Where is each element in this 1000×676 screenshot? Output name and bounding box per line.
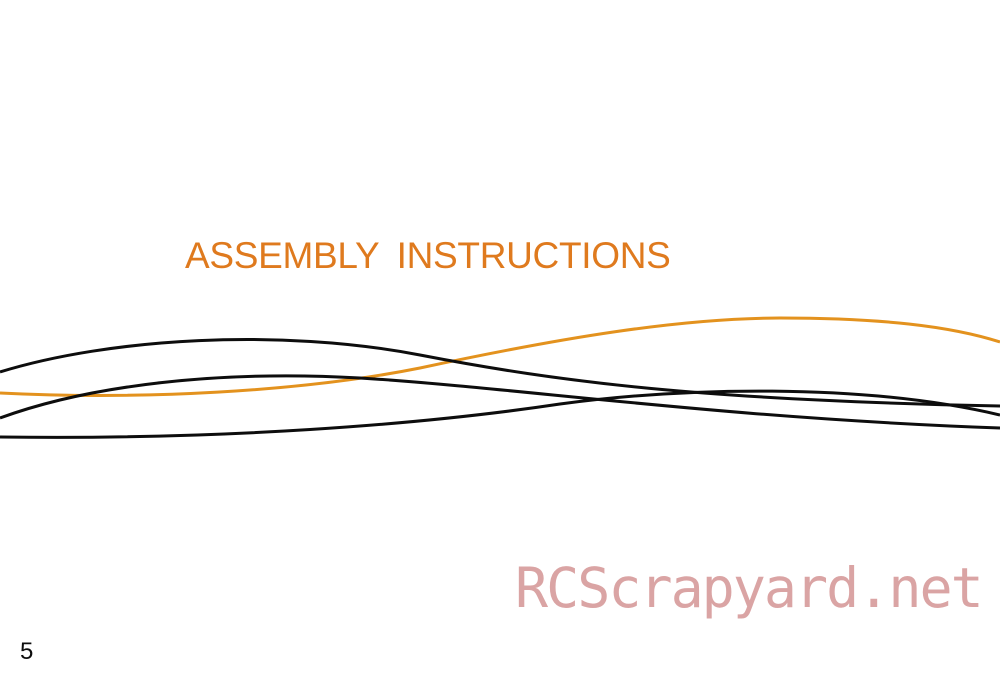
page-title: ASSEMBLY INSTRUCTIONS — [185, 235, 671, 276]
page-number: 5 — [20, 638, 34, 665]
orange-wave — [0, 316, 1000, 397]
black-wave-bottom — [0, 389, 1000, 439]
watermark-text: RCScrapyard.net — [515, 556, 984, 620]
black-wave-middle — [0, 374, 1000, 430]
black-wave-top — [0, 338, 1000, 408]
